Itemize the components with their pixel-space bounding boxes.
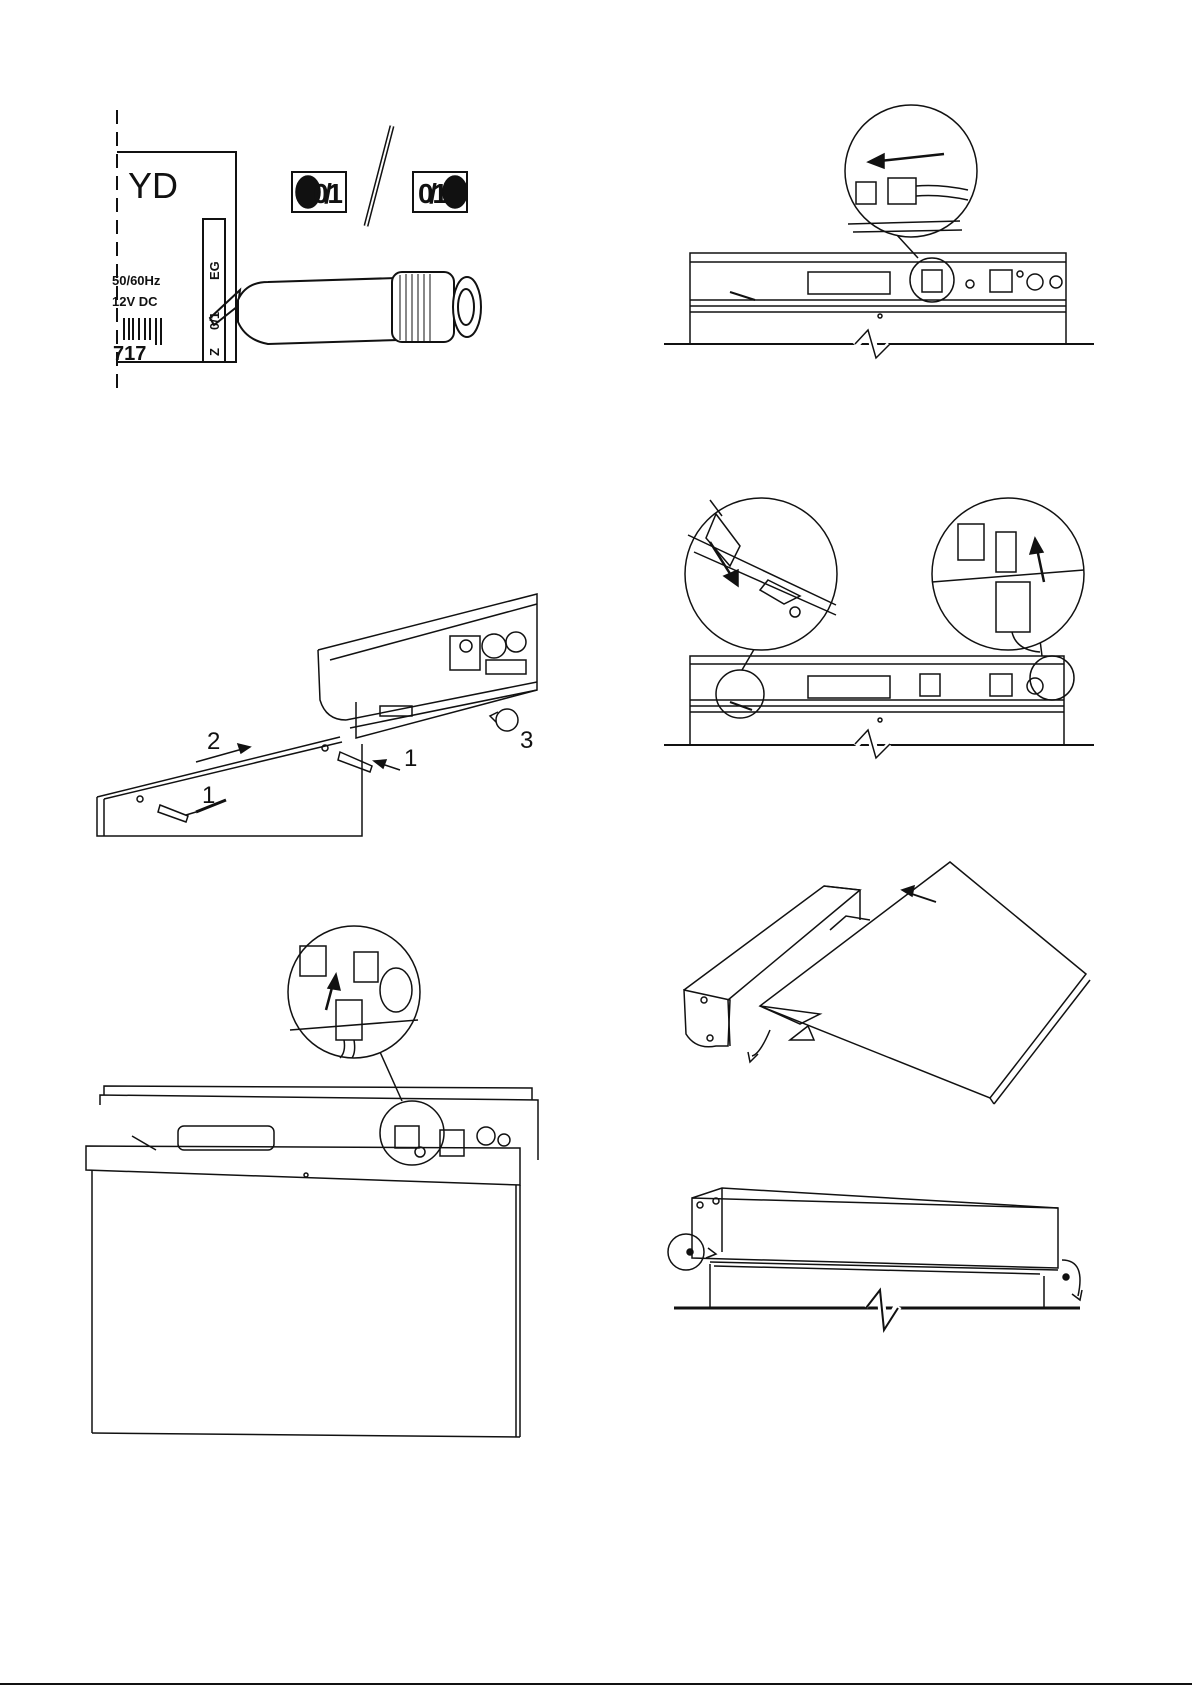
barcode-icon [124,318,161,345]
figure-c-panel-removal: 2 1 1 3 [97,594,537,836]
magnifier-callout-icon [932,498,1084,650]
circuit-board-icon [922,270,1062,292]
figure-f-slide-housing [684,862,1090,1104]
rotation-arrow-icon [1062,1260,1082,1300]
figure-a-screwdriver-switch: YD 50/60Hz 12V DC 717 EG 0/1 Z [112,110,481,388]
magnifier-callout-icon [845,105,977,237]
step-label-2: 2 [207,728,220,755]
switch-option-right-text: 0/1 [418,178,448,209]
step-label-1-right: 1 [404,745,417,772]
label-frequency: 50/60Hz [112,273,161,288]
screwdriver-icon [210,272,481,344]
magnifier-callout-icon [685,498,837,650]
label-serial: 717 [113,343,146,365]
figure-g-fix-screws [668,1188,1082,1330]
circuit-board-icon [450,632,526,674]
circuit-board-icon [395,1126,510,1157]
switch-code-z: Z [207,348,222,356]
switch-option-left: 0/1 [292,172,346,212]
callout-ring [910,258,954,302]
step-label-1-left: 1 [202,782,215,809]
rotation-arrow-icon [748,1030,770,1062]
step-label-3: 3 [520,727,533,754]
switch-code-eg: EG [207,261,222,280]
label-model-text: YD [128,165,178,206]
figure-d-reconnect [664,498,1094,762]
rotation-arrow-icon [490,709,518,731]
label-voltage: 12V DC [112,294,158,309]
switch-option-left-text: 0/1 [313,178,343,209]
pin-icon [137,745,372,822]
callout-ring-left [716,670,764,718]
switch-option-right: 0/1 [413,172,467,212]
callout-ring [380,1101,444,1165]
figure-b-unplug-connector [664,105,1094,360]
figure-e-plug-detail [86,926,538,1437]
